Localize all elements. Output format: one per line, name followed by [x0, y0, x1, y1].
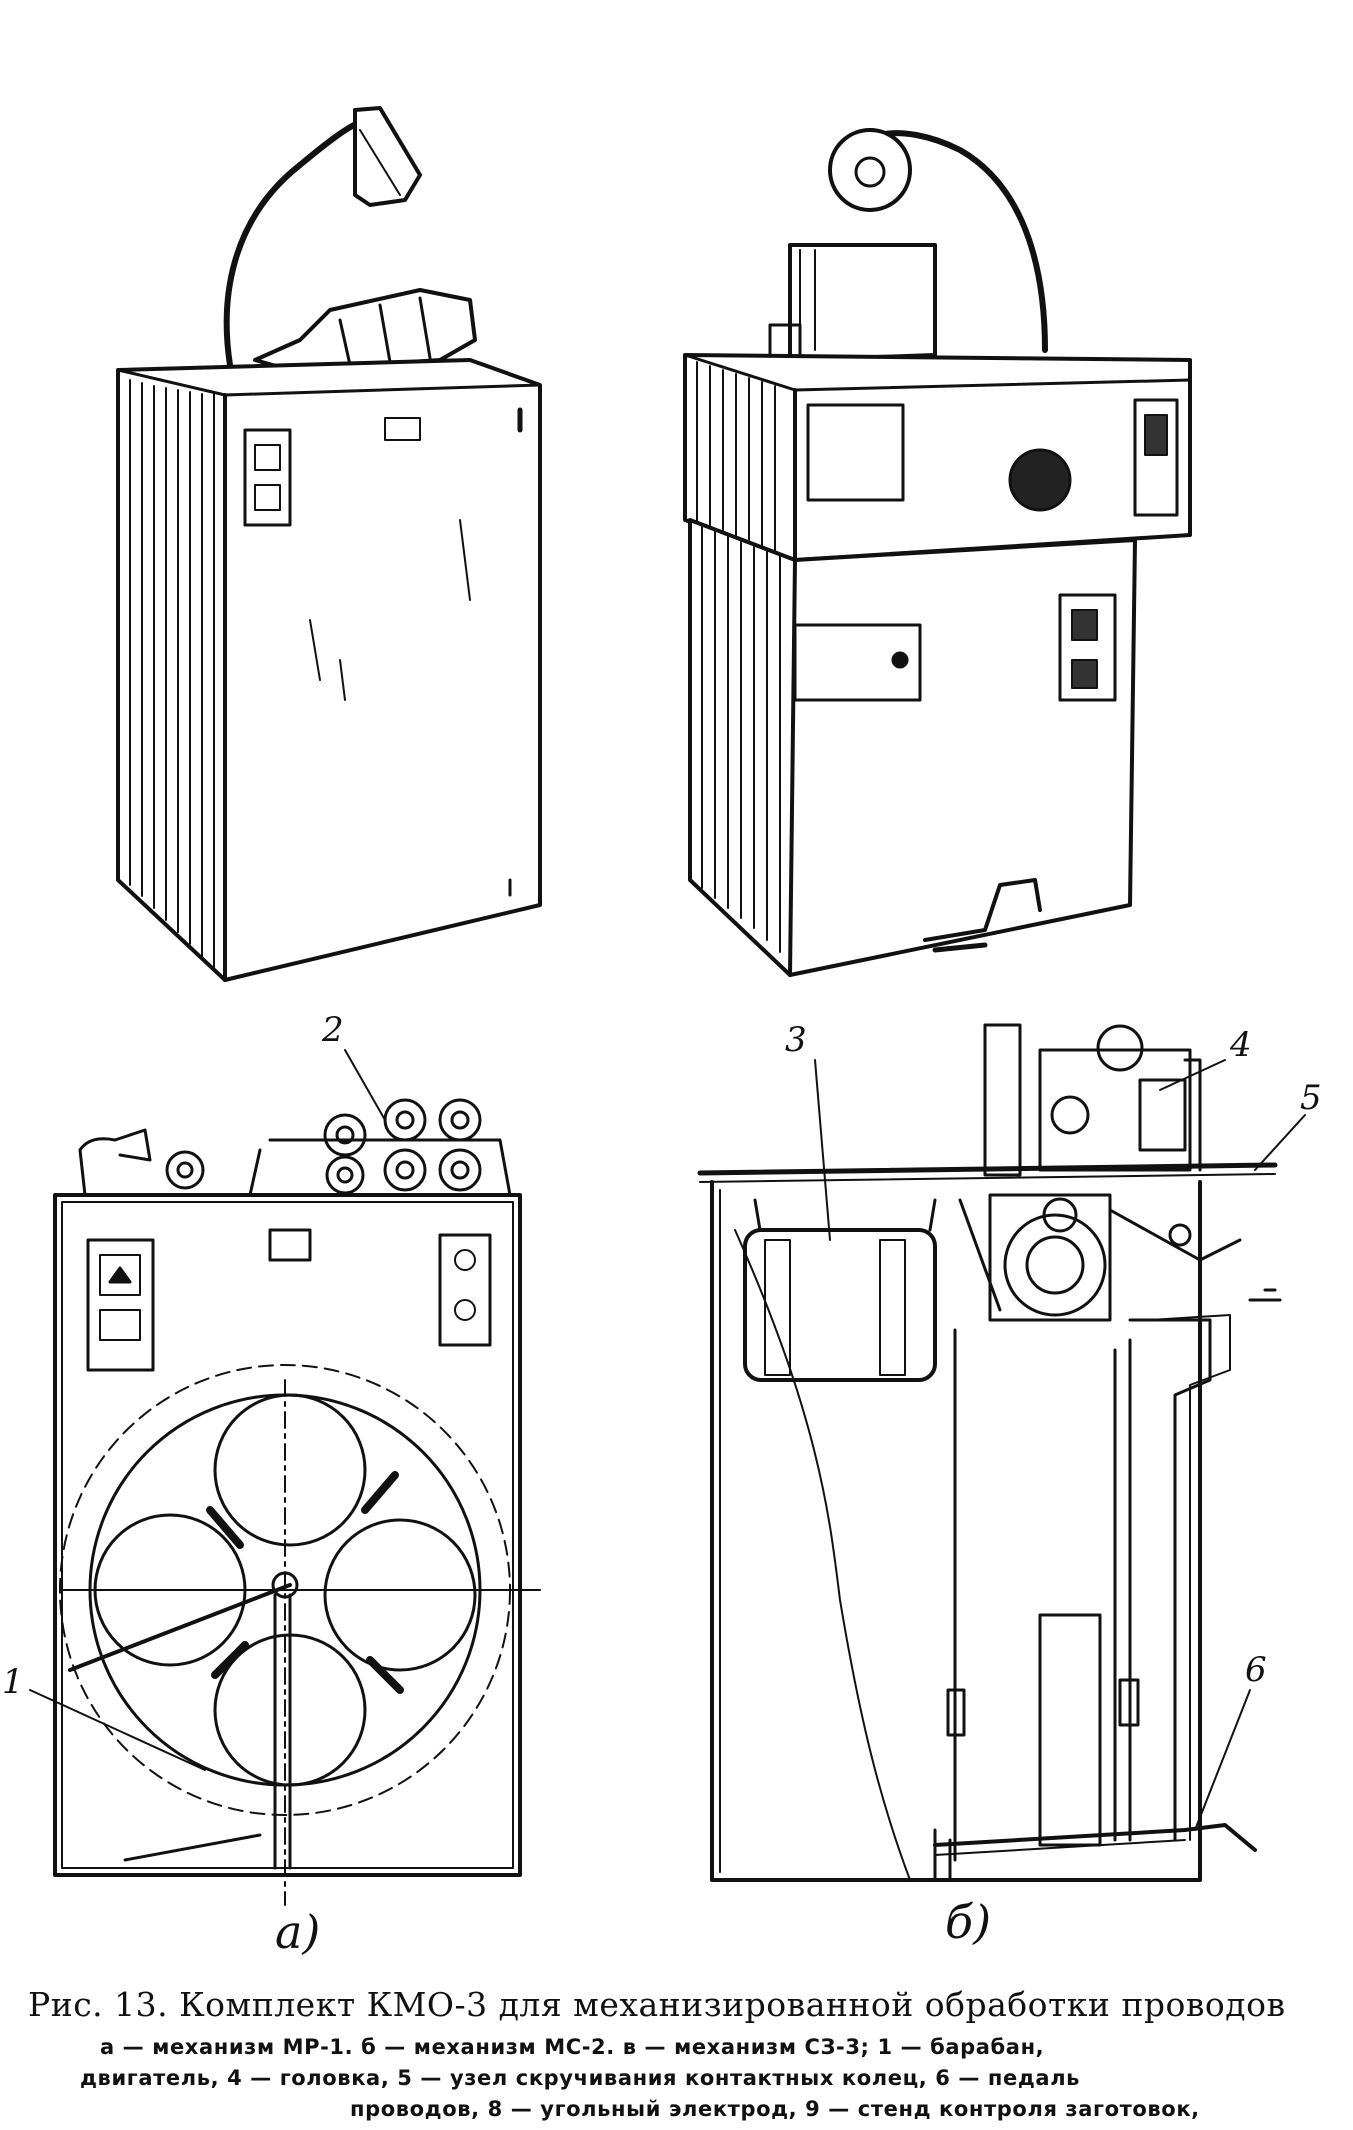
- callout-6-leader: [1194, 1689, 1251, 1831]
- drive-rod: [68, 1583, 292, 1672]
- lamp-small: [78, 1128, 152, 1197]
- lamp-arm: [223, 117, 368, 368]
- lower-body: [688, 518, 1137, 977]
- caption-title: Рис. 13. Комплект КМО-3 для механизирова…: [28, 1985, 1286, 2024]
- foot-pedal-top: [923, 878, 1042, 942]
- mechanism-a-drawing: [29, 1049, 541, 1906]
- callout-1-leader: [29, 1689, 206, 1771]
- cable: [734, 1229, 911, 1881]
- cabinet-body: [116, 358, 542, 982]
- switch-panel: [243, 428, 292, 527]
- callout-2-leader: [344, 1049, 386, 1121]
- callout-4: 4: [1230, 1025, 1252, 1065]
- pedal-6: [933, 1823, 1257, 1852]
- mechanism-b-drawing: [697, 1023, 1306, 1882]
- caption-line-3: проводов, 8 — угольный электрод, 9 — сте…: [350, 2097, 1200, 2121]
- callout-3: 3: [785, 1020, 807, 1060]
- figure-caption: Рис. 13. Комплект КМО-3 для механизирова…: [28, 1985, 1328, 2125]
- cabinet-mc2-exterior: [683, 128, 1192, 977]
- frame-a: [53, 1193, 522, 1877]
- caption-line-2: двигатель, 4 — головка, 5 — узел скручив…: [80, 2066, 1081, 2090]
- table-top: [697, 1162, 1278, 1176]
- cabinet-mr1-exterior: [116, 106, 542, 982]
- callout-4-leader: [1159, 1059, 1226, 1091]
- callout-5-leader: [1254, 1114, 1306, 1171]
- callout-1: 1: [2, 1662, 24, 1702]
- subfigure-label-a: а): [275, 1905, 321, 1959]
- lamp-head: [828, 128, 912, 212]
- lamp-arm-right: [877, 130, 1048, 353]
- callout-5: 5: [1300, 1078, 1322, 1118]
- top-mechanism: [253, 288, 477, 372]
- winding-unit-5: [958, 1193, 1242, 1322]
- feed-rollers: [165, 1098, 512, 1197]
- callout-6: 6: [1245, 1650, 1267, 1690]
- callout-3-leader: [814, 1059, 831, 1241]
- callout-2: 2: [322, 1010, 344, 1050]
- dial-knob: [1008, 448, 1072, 512]
- lamp-shade: [353, 106, 422, 207]
- caption-line-1: а — механизм МР-1. б — механизм МС-2. в …: [100, 2035, 1045, 2059]
- subfigure-label-b: б): [945, 1895, 992, 1949]
- motor-3: [743, 1228, 937, 1382]
- door-latch-plate: [793, 623, 922, 702]
- head-4: [983, 1023, 1202, 1177]
- top-unit: [788, 243, 937, 362]
